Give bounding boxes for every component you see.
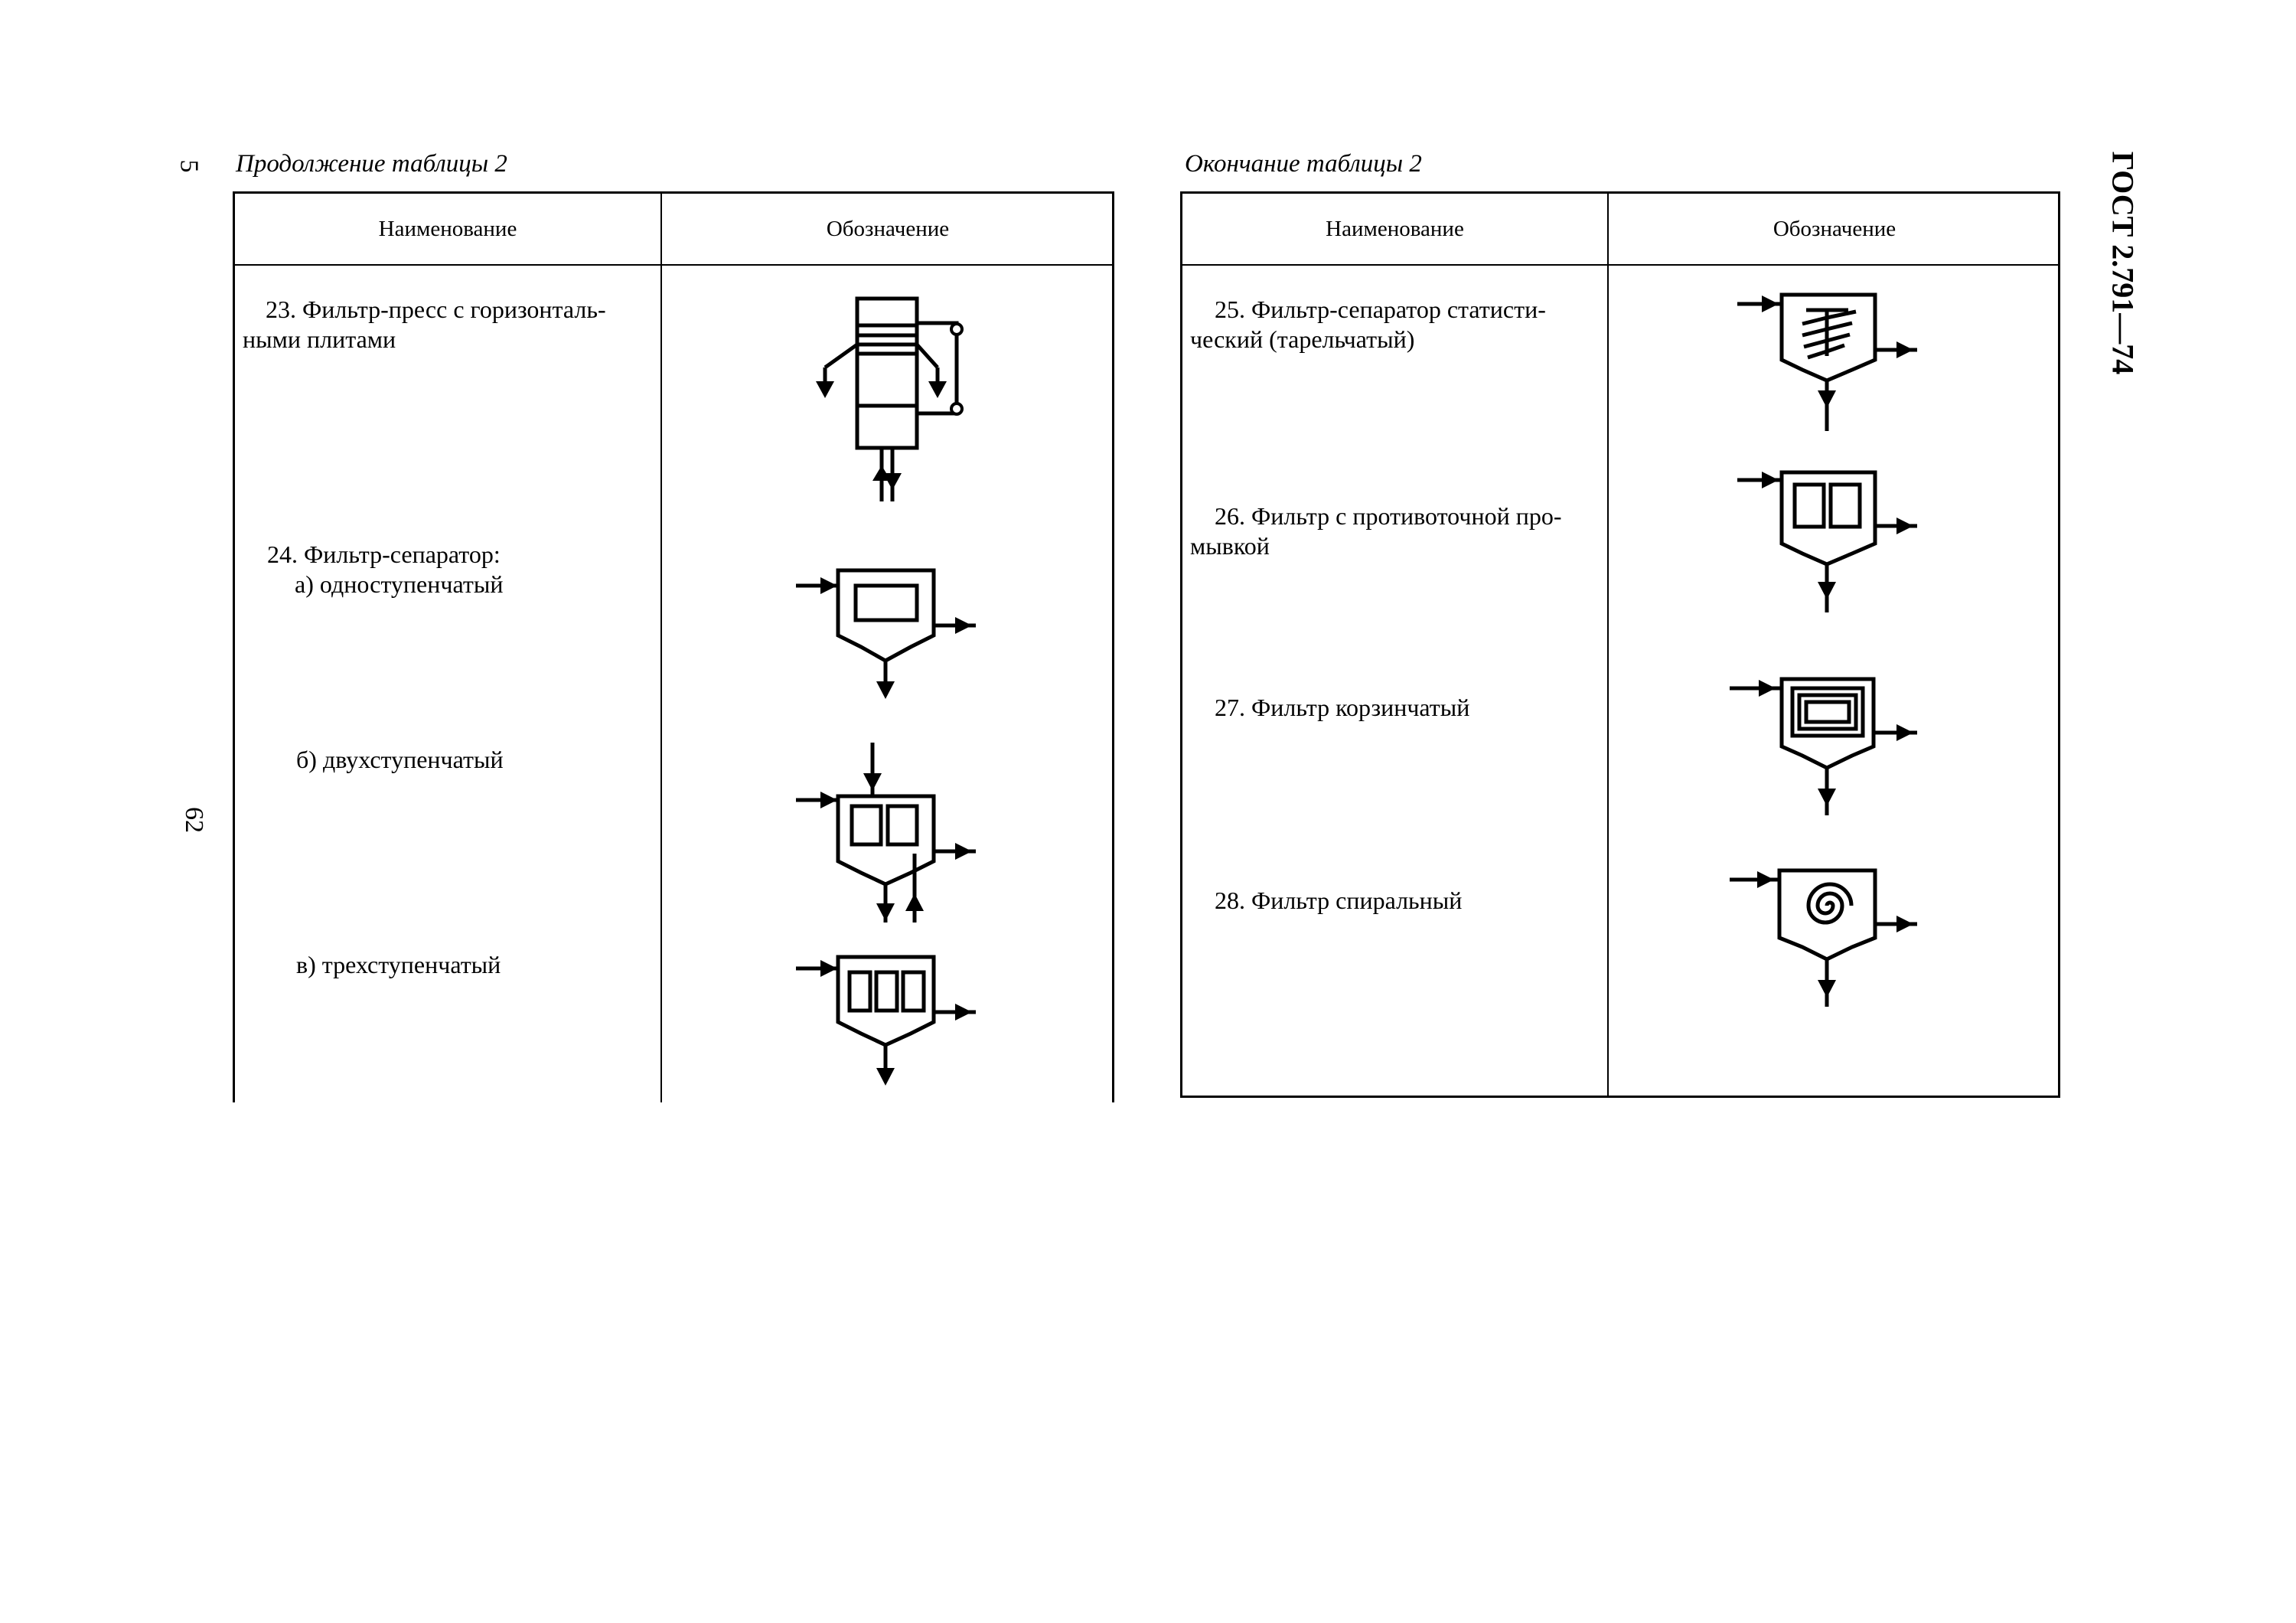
left-table-caption: Продолжение таблицы 2: [236, 150, 507, 178]
right-table-caption: Окончание таблицы 2: [1185, 150, 1422, 178]
filter-separator-two-stage-symbol: [796, 743, 976, 923]
left-header-symbol: Обозначение: [826, 217, 950, 241]
row-24c-label: в) трехступенчатый: [296, 951, 501, 978]
filter-counterflow-wash-symbol: [1737, 470, 1917, 612]
row-26-line2: мывкой: [1190, 532, 1270, 560]
right-header-name: Наименование: [1326, 217, 1464, 241]
left-table: Наименование Обозначение 23. Фильтр-прес…: [233, 191, 1114, 1102]
standard-number: ГОСТ 2.791—74: [2105, 151, 2141, 375]
page-number-top: 5: [174, 159, 204, 173]
filter-press-horizontal-plates-symbol: [816, 296, 964, 501]
page-number-side: 62: [180, 807, 208, 833]
left-column-divider: [660, 194, 662, 1102]
right-header-divider: [1182, 264, 2058, 266]
row-24b-label: б) двухступенчатый: [296, 746, 504, 773]
filter-separator-single-stage-symbol: [796, 568, 976, 699]
row-25-line2: ческий (тарельчатый): [1190, 325, 1415, 353]
filter-separator-static-plate-symbol: [1737, 292, 1917, 431]
row-28-label: 28. Фильтр спиральный: [1215, 887, 1463, 914]
right-table: Наименование Обозначение 25. Фильтр-сепа…: [1180, 191, 2060, 1098]
row-23-line2: ными плитами: [243, 325, 396, 353]
filter-separator-three-stage-symbol: [796, 955, 976, 1086]
row-27-label: 27. Фильтр корзинчатый: [1215, 694, 1470, 721]
row-24-line1: 24. Фильтр-сепаратор:: [267, 540, 501, 568]
row-26-line1: 26. Фильтр с противоточной про-: [1215, 502, 1562, 530]
row-24a-label: а) одноступенчатый: [295, 570, 504, 598]
filter-basket-symbol: [1730, 677, 1917, 815]
row-25-line1: 25. Фильтр-сепаратор статисти-: [1215, 296, 1546, 323]
left-header-name: Наименование: [378, 217, 517, 241]
right-header-symbol: Обозначение: [1773, 217, 1896, 241]
right-column-divider: [1607, 194, 1609, 1096]
row-23-line1: 23. Фильтр-пресс с горизонталь-: [266, 296, 606, 323]
filter-spiral-symbol: [1730, 868, 1917, 1007]
left-header-divider: [235, 264, 1112, 266]
